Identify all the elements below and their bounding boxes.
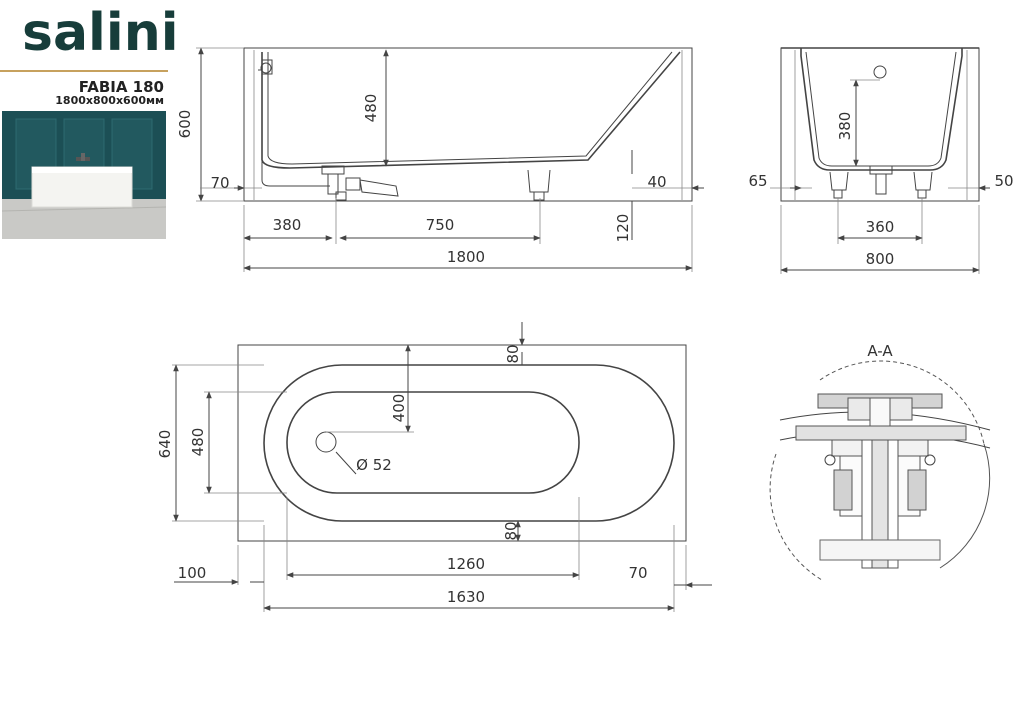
top-rim-top-label: 80 [504, 344, 522, 363]
side-rim-right-label: 40 [647, 173, 666, 191]
brand-divider [0, 70, 168, 72]
top-view: Ø 52 640 480 400 80 80 100 [156, 322, 712, 612]
top-width-outer-label: 640 [156, 430, 174, 459]
side-height-label: 600 [176, 110, 194, 139]
section-label: A-A [867, 342, 893, 360]
side-leg-span-label: 750 [426, 216, 455, 234]
end-basin-profile [800, 48, 963, 171]
product-photo [2, 111, 166, 239]
end-inner-depth-label: 380 [836, 112, 854, 141]
top-outer-length-label: 1630 [447, 588, 485, 606]
end-width-label: 800 [866, 250, 895, 268]
end-view-outline [780, 47, 980, 202]
end-view: 380 65 50 360 800 [748, 47, 1014, 274]
top-basin-outer [263, 364, 675, 522]
top-rim-bottom-label: 80 [502, 521, 520, 540]
top-width-inner-label: 480 [189, 428, 207, 457]
side-view: 600 480 70 40 120 380 750 1800 [176, 47, 704, 272]
side-leg-height-label: 120 [614, 214, 632, 243]
product-dimensions: 1800x800x600мм [55, 94, 164, 107]
top-drain-distance-label: 400 [390, 394, 408, 423]
product-model: FABIA 180 [78, 78, 164, 96]
side-drain-offset-label: 380 [273, 216, 302, 234]
drain-diameter-label: Ø 52 [356, 456, 392, 474]
side-basin-profile [261, 51, 681, 169]
top-inner-length-label: 1260 [447, 555, 485, 573]
side-view-outline [243, 47, 693, 202]
top-basin-inner [286, 391, 580, 494]
end-rim-left-label: 65 [748, 172, 767, 190]
section-a-a: A-A [769, 342, 991, 581]
side-length-label: 1800 [447, 248, 485, 266]
top-view-outline [237, 344, 687, 542]
end-leg-span-label: 360 [866, 218, 895, 236]
brand-logo: salini [22, 3, 179, 63]
end-rim-right-label: 50 [994, 172, 1013, 190]
top-right-margin-label: 70 [628, 564, 647, 582]
side-foot-offset-label: 70 [210, 174, 229, 192]
top-left-margin-label: 100 [178, 564, 207, 582]
drain-hole [315, 431, 337, 453]
side-inner-depth-label: 480 [362, 94, 380, 123]
